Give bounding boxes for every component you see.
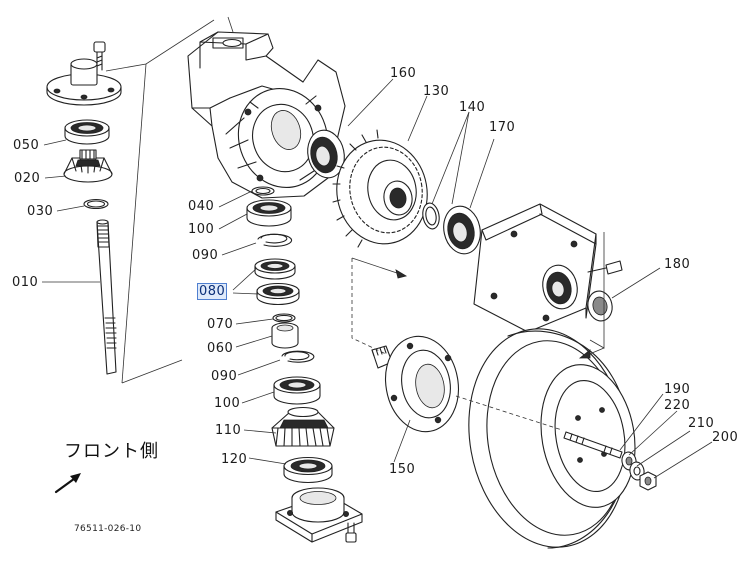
bearing-050 xyxy=(65,120,109,144)
front-direction-arrow-icon xyxy=(54,473,81,494)
callout-130: 130 xyxy=(423,84,450,99)
group-frame-lines xyxy=(106,17,233,383)
shaft-010 xyxy=(97,220,116,374)
bottom-bracket xyxy=(276,488,362,542)
cap-screw-top xyxy=(94,42,105,70)
callout-140: 140 xyxy=(459,100,486,115)
collar-060 xyxy=(272,323,298,348)
callout-020: 020 xyxy=(14,171,41,186)
snap-ring-030 xyxy=(84,200,108,209)
washer-220 xyxy=(621,451,638,471)
callout-190: 190 xyxy=(664,382,691,397)
gearbox-housing xyxy=(188,32,345,199)
callout-090-upper: 090 xyxy=(192,248,219,263)
callout-180: 180 xyxy=(664,257,691,272)
callout-100-lower: 100 xyxy=(214,396,241,411)
callout-040: 040 xyxy=(188,199,215,214)
bearing-120 xyxy=(284,458,332,483)
o-ring-070 xyxy=(273,314,295,322)
nut-200 xyxy=(640,472,656,490)
assembly-arrows xyxy=(352,232,604,430)
callout-160: 160 xyxy=(390,66,417,81)
stud-bolt-190 xyxy=(564,432,622,458)
callout-210: 210 xyxy=(688,416,715,431)
callout-150: 150 xyxy=(389,462,416,477)
callout-110: 110 xyxy=(215,423,242,438)
wheel-rim xyxy=(452,316,646,560)
axle-flange-150 xyxy=(372,330,466,437)
callout-090-lower: 090 xyxy=(211,369,238,384)
callout-120: 120 xyxy=(221,452,248,467)
callout-060: 060 xyxy=(207,341,234,356)
oil-seal-080-upper xyxy=(255,259,295,279)
callout-070: 070 xyxy=(207,317,234,332)
leader-lines xyxy=(42,79,712,478)
pinion-gear-020 xyxy=(64,150,112,182)
bearing-100-upper xyxy=(247,200,291,226)
callout-010: 010 xyxy=(12,275,39,290)
callout-170: 170 xyxy=(489,120,516,135)
callout-050: 050 xyxy=(13,138,40,153)
snap-ring-140 xyxy=(421,202,441,230)
drawing-number: 76511-026-10 xyxy=(74,524,142,534)
callout-030: 030 xyxy=(27,204,54,219)
callout-220: 220 xyxy=(664,398,691,413)
cover-plate-180 xyxy=(474,204,622,332)
shaft-flange-cover xyxy=(47,59,121,105)
callout-100-upper: 100 xyxy=(188,222,215,237)
front-direction-label: フロント側 xyxy=(64,441,159,462)
bevel-gear-110 xyxy=(272,408,334,447)
bearing-160 xyxy=(303,127,348,181)
snap-ring-090-upper xyxy=(258,234,292,246)
bearing-170 xyxy=(439,203,484,257)
oil-seal-080-lower xyxy=(257,284,299,305)
bearing-100-lower xyxy=(274,377,320,404)
bevel-gear-130 xyxy=(329,130,436,251)
callout-200: 200 xyxy=(712,430,739,445)
callout-080: 080 xyxy=(197,283,228,300)
snap-ring-090-lower xyxy=(282,351,314,362)
